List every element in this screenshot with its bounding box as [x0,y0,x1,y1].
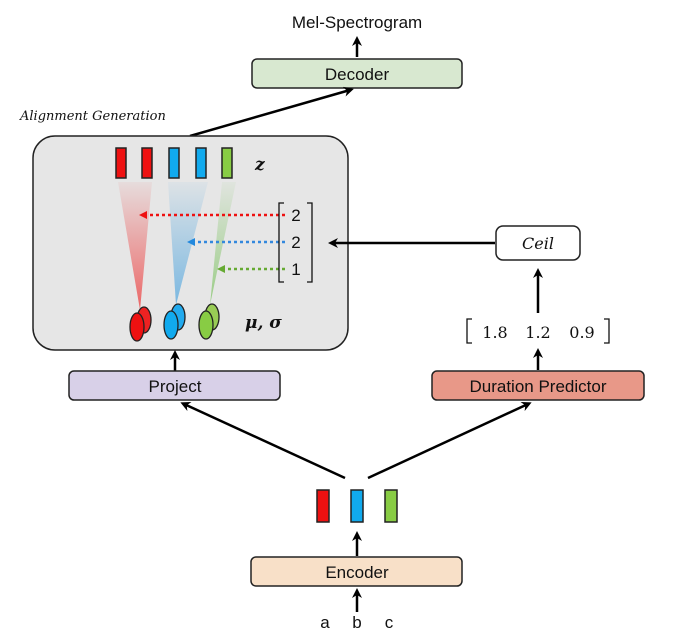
z-bar-4 [195,147,207,179]
ceil-label: Ceil [522,234,554,253]
duration-vector-bracket-right [307,202,313,283]
arrow-encoder-to-project [180,401,346,480]
input-token-b: b [352,613,361,632]
duration-int-1: 2 [291,206,300,225]
input-token-c: c [385,613,394,632]
z-label: z [254,155,265,175]
encoder-output-bar-c [384,489,398,523]
input-token-a: a [320,613,330,632]
duration-float-3: 0.9 [569,323,594,342]
duration-int-3: 1 [291,260,300,279]
project-label: Project [149,377,202,396]
duration-predictor-label: Duration Predictor [469,377,606,396]
alignment-box: z 2 2 1 μ, σ [32,135,349,351]
z-bar-5 [221,147,233,179]
decoder-block: Decoder [251,58,463,89]
ceil-block: Ceil [495,225,581,261]
z-bar-1 [115,147,127,179]
duration-float-2: 1.2 [525,323,550,342]
duration-int-2: 2 [291,233,300,252]
red-gaussian-ellipses [129,306,152,342]
duration-float-1: 1.8 [482,323,507,342]
float-duration-vector: 1.8 1.2 0.9 [466,318,610,344]
green-gaussian-ellipses [198,303,220,340]
project-block: Project [68,370,281,401]
z-bar-2 [141,147,153,179]
decoder-label: Decoder [325,65,390,84]
z-bar-3 [168,147,180,179]
mu-sigma-label: μ, σ [245,313,282,333]
duration-predictor-block: Duration Predictor [431,370,645,401]
arrow-encoder-to-duration-predictor [367,401,532,480]
encoder-block: Encoder [250,556,463,587]
arrow-alignment-to-decoder [189,86,354,138]
encoder-output-bar-a [316,489,330,523]
encoder-output-bar-b [350,489,364,523]
green-alignment-cone [210,182,236,305]
blue-gaussian-ellipses [163,303,186,340]
encoder-label: Encoder [325,563,389,582]
duration-vector-bracket-left [278,202,284,283]
mel-spectrogram-label: Mel-Spectrogram [292,13,422,32]
alignment-generation-label: Alignment Generation [19,109,166,124]
